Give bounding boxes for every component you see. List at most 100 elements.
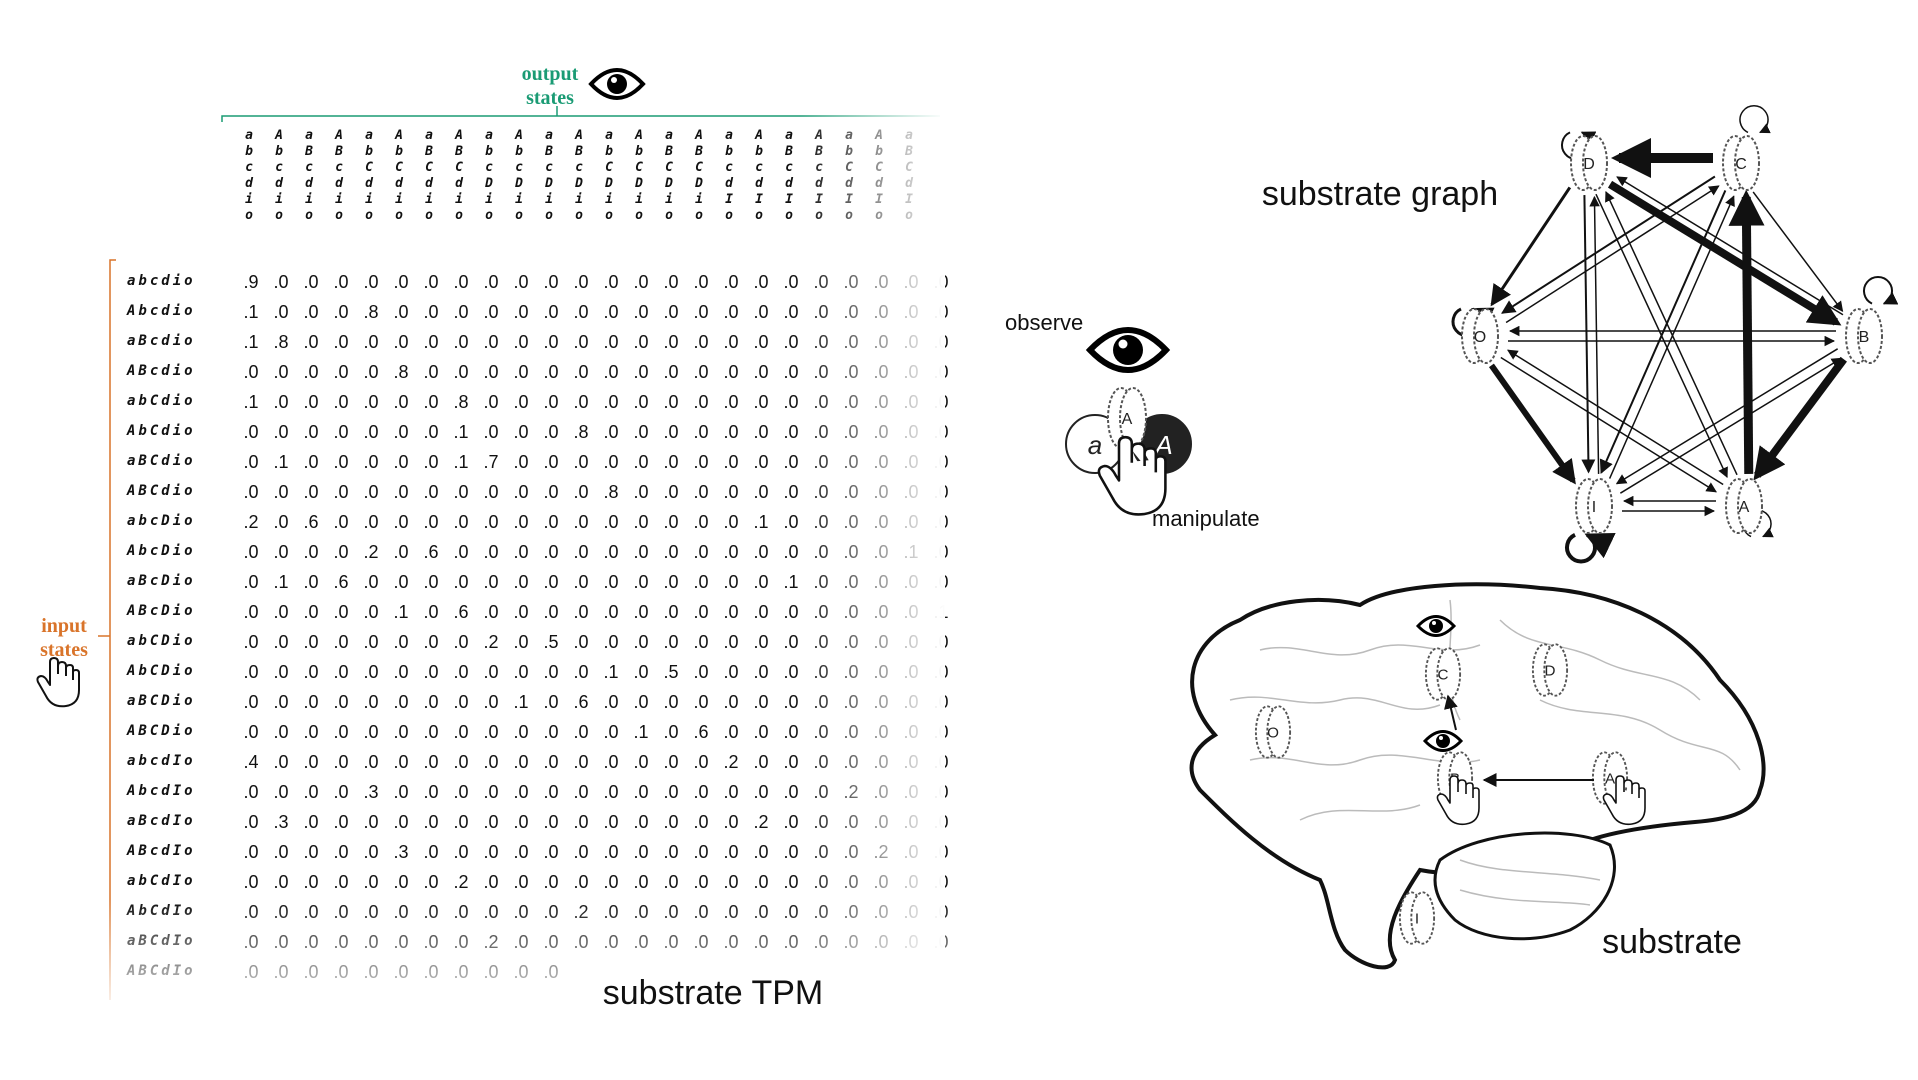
input-state-label: AbcdIo	[126, 783, 196, 799]
output-state-char: d	[275, 176, 284, 191]
output-state-char: C	[695, 160, 703, 175]
input-state-label: aBCDio	[127, 693, 196, 709]
tpm-cell: .0	[693, 302, 708, 322]
output-state-char: i	[575, 192, 583, 207]
output-state-char: b	[725, 144, 733, 159]
tpm-cell: .0	[633, 452, 648, 472]
tpm-cell: .0	[303, 662, 318, 682]
tpm-cell: .2	[363, 542, 378, 562]
brain-outline	[1189, 582, 1766, 970]
tpm-cell: .0	[483, 332, 498, 352]
tpm-cell: .0	[723, 362, 738, 382]
graph-node-b: B	[1845, 308, 1883, 364]
tpm-cell: .0	[453, 632, 468, 652]
graph-edge-i-to-d	[1589, 195, 1600, 474]
tpm-cell: .0	[603, 362, 618, 382]
tpm-cell: .0	[633, 362, 648, 382]
tpm-cell: .0	[633, 842, 648, 862]
tpm-cell: .0	[453, 662, 468, 682]
tpm-cell: .8	[393, 362, 408, 382]
brain-node-i-right-lobe	[1410, 891, 1436, 945]
output-state-char: b	[485, 144, 493, 159]
output-state-char: o	[515, 208, 523, 223]
input-state-label: abcdio	[127, 273, 196, 289]
tpm-cell: .0	[513, 392, 528, 412]
tpm-cell: .0	[513, 512, 528, 532]
tpm-cell: .0	[483, 752, 498, 772]
output-state-char: a	[365, 128, 373, 143]
input-state-label: aBCdio	[127, 453, 196, 469]
brain-node-d-right-lobe	[1543, 643, 1569, 697]
tpm-cell: .0	[243, 572, 258, 592]
tpm-cell: .0	[363, 632, 378, 652]
tpm-cell: .0	[273, 392, 288, 412]
tpm-cell: .0	[333, 542, 348, 562]
graph-edge-a-to-o	[1507, 349, 1724, 486]
tpm-cell: .0	[363, 512, 378, 532]
tpm-cell: .0	[723, 722, 738, 742]
tpm-cell: .0	[543, 452, 558, 472]
output-state-char: o	[785, 208, 793, 223]
graph-node-c-label: C	[1735, 156, 1747, 173]
tpm-cell: .0	[633, 272, 648, 292]
tpm-cell: .0	[483, 812, 498, 832]
output-state-char: i	[335, 192, 343, 207]
tpm-cell: .0	[243, 542, 258, 562]
tpm-cell: .0	[393, 512, 408, 532]
tpm-cell: .0	[483, 572, 498, 592]
tpm-cell: .0	[423, 722, 438, 742]
output-state-char: c	[485, 160, 493, 175]
output-state-char: i	[365, 192, 373, 207]
tpm-cell: .0	[423, 272, 438, 292]
output-state-char: i	[395, 192, 403, 207]
output-state-char: c	[575, 160, 583, 175]
output-state-char: D	[484, 176, 493, 191]
tpm-cell: .0	[603, 752, 618, 772]
graph-node-c: C	[1722, 135, 1760, 191]
tpm-cell: .0	[423, 362, 438, 382]
tpm-cell: .0	[783, 842, 798, 862]
tpm-cell: .0	[723, 272, 738, 292]
tpm-cell: .0	[573, 602, 588, 622]
tpm-cell: .0	[783, 722, 798, 742]
output-state-char: o	[305, 208, 313, 223]
tpm-cell: .0	[303, 632, 318, 652]
tpm-cell: .0	[243, 602, 258, 622]
graph-edge-i-to-b	[1619, 357, 1843, 494]
output-state-char: i	[605, 192, 613, 207]
tpm-cell: .0	[543, 752, 558, 772]
tpm-cell: .0	[303, 872, 318, 892]
tpm-cell: .0	[393, 392, 408, 412]
tpm-cell: .0	[483, 482, 498, 502]
tpm-cell: .0	[393, 662, 408, 682]
output-state-char: d	[395, 176, 404, 191]
tpm-cell: .0	[693, 332, 708, 352]
output-state-char: b	[755, 144, 763, 159]
tpm-cell: .0	[333, 842, 348, 862]
output-state-char: o	[545, 208, 553, 223]
tpm-cell: .7	[483, 452, 498, 472]
tpm-cell: .0	[243, 812, 258, 832]
graph-edge-o-to-i	[1488, 363, 1576, 485]
tpm-cell: .0	[393, 302, 408, 322]
tpm-cell: .0	[573, 302, 588, 322]
tpm-cell: .0	[363, 452, 378, 472]
graph-node-d: D	[1570, 135, 1608, 191]
brain-node-a-label: A	[1605, 771, 1616, 788]
tpm-cell: .0	[273, 482, 288, 502]
tpm-cell: .8	[573, 422, 588, 442]
tpm-cell: .0	[513, 722, 528, 742]
tpm-cell: .0	[573, 362, 588, 382]
tpm-cell: .6	[453, 602, 468, 622]
input-state-label: aBcDio	[127, 573, 196, 589]
output-state-char: o	[275, 208, 283, 223]
tpm-cell: .0	[333, 332, 348, 352]
graph-node-o-right-lobe	[1473, 308, 1499, 364]
tpm-cell: .0	[633, 872, 648, 892]
output-state-char: i	[305, 192, 313, 207]
output-state-char: d	[725, 176, 734, 191]
output-state-char: o	[695, 208, 703, 223]
output-state-char: C	[605, 160, 613, 175]
tpm-cell: .0	[303, 722, 318, 742]
tpm-cell: .0	[633, 632, 648, 652]
